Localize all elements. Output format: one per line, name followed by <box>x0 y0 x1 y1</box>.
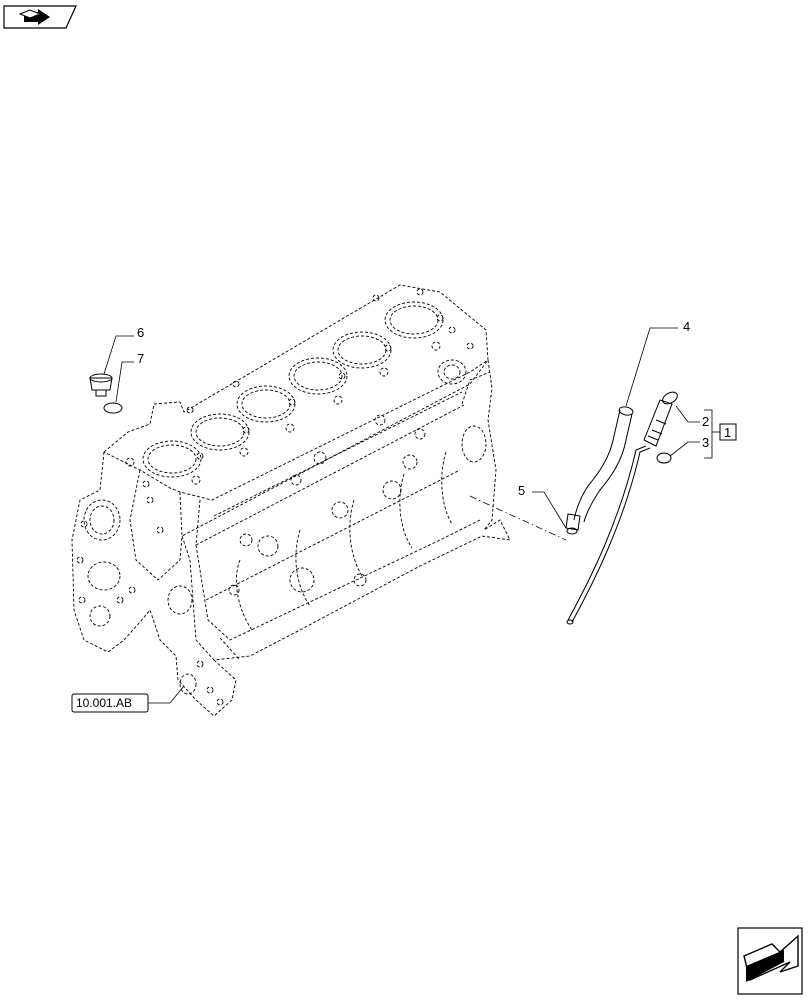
open-book-arrow-icon[interactable] <box>3 5 77 29</box>
next-page-arrow-icon[interactable] <box>737 927 803 995</box>
engine-block <box>71 284 511 717</box>
callout-6: 6 <box>137 325 144 340</box>
dipstick <box>566 391 678 625</box>
callout-4: 4 <box>683 319 690 334</box>
seal-washer <box>103 402 123 414</box>
kit-number: 1 <box>724 425 731 440</box>
callout-7: 7 <box>137 351 144 366</box>
kit-box: 1 <box>719 423 737 441</box>
reference-label[interactable]: 10.001.AB <box>76 696 132 710</box>
reference-link[interactable]: 10.001.AB <box>71 693 149 713</box>
leader-lines <box>103 327 720 704</box>
callout-2: 2 <box>702 414 709 429</box>
assembly-line <box>469 495 567 541</box>
dipstick-tube <box>565 406 634 535</box>
plug <box>89 373 113 397</box>
callout-3: 3 <box>702 435 709 450</box>
callout-5: 5 <box>518 483 525 498</box>
o-ring <box>656 452 672 464</box>
